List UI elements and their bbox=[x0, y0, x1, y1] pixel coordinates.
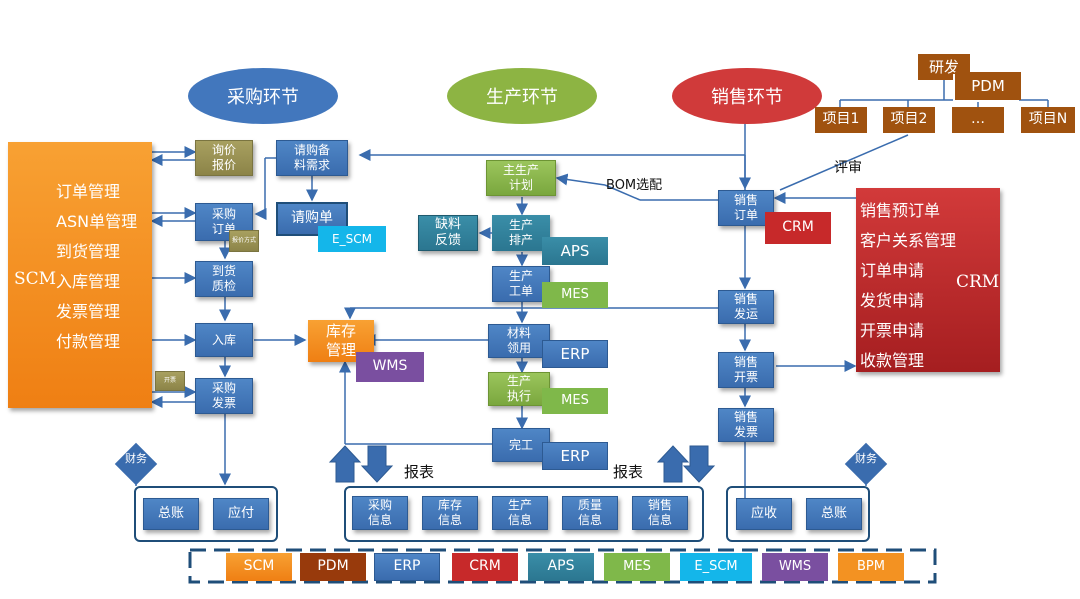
rd-project-2: 项目2 bbox=[883, 107, 935, 133]
legend-scm: SCM bbox=[226, 553, 292, 581]
tag-wms: WMS bbox=[356, 352, 424, 382]
scm-item-orders: 订单管理 bbox=[56, 182, 121, 201]
node-requisition: 请购单 bbox=[276, 202, 348, 236]
report-inventory: 库存 信息 bbox=[422, 496, 478, 530]
scm-item-asn: ASN单管理 bbox=[56, 212, 138, 231]
legend-escm: E_SCM bbox=[680, 553, 752, 581]
crm-item-order-request: 订单申请 bbox=[860, 261, 925, 280]
node-production-exec: 生产 执行 bbox=[488, 372, 550, 406]
node-schedule: 生产 排产 bbox=[492, 215, 550, 251]
scm-item-invoice: 发票管理 bbox=[56, 302, 121, 321]
node-sales-invoice: 销售 发票 bbox=[718, 408, 774, 442]
report-production: 生产 信息 bbox=[492, 496, 548, 530]
finance-frame-right bbox=[726, 486, 870, 542]
node-inquiry-quote: 询价 报价 bbox=[195, 140, 253, 176]
report-label-left: 报表 bbox=[404, 463, 435, 481]
fin-payable: 应付 bbox=[213, 498, 269, 530]
report-quality: 质量 信息 bbox=[562, 496, 618, 530]
crm-item-collection: 收款管理 bbox=[860, 351, 925, 370]
node-quote-method: 报价方式 bbox=[229, 230, 259, 252]
rd-project-1: 项目1 bbox=[815, 107, 867, 133]
stage-production: 生产环节 bbox=[447, 68, 597, 124]
legend-pdm: PDM bbox=[300, 553, 366, 581]
node-shortage-feedback: 缺料 反馈 bbox=[418, 215, 478, 251]
stage-purchase-label: 采购环节 bbox=[227, 87, 299, 108]
fin-ledger-right: 总账 bbox=[806, 498, 862, 530]
crm-label: CRM bbox=[956, 272, 1000, 292]
fin-receivable: 应收 bbox=[736, 498, 792, 530]
report-sales: 销售 信息 bbox=[632, 496, 688, 530]
review-label: 评审 bbox=[834, 160, 862, 176]
crm-panel: 销售预订单 客户关系管理 订单申请 发货申请 开票申请 收款管理 CRM bbox=[856, 188, 1000, 372]
legend-wms: WMS bbox=[762, 553, 828, 581]
node-sales-billing: 销售 开票 bbox=[718, 352, 774, 388]
scm-item-payment: 付款管理 bbox=[56, 332, 121, 351]
tag-crm-small: CRM bbox=[765, 212, 831, 244]
fin-ledger-left: 总账 bbox=[143, 498, 199, 530]
tag-mes-2: MES bbox=[542, 388, 608, 414]
legend-erp: ERP bbox=[374, 553, 440, 581]
tag-erp-2: ERP bbox=[542, 442, 608, 470]
reports-frame bbox=[344, 486, 704, 542]
scm-item-stockin: 入库管理 bbox=[56, 272, 121, 291]
crm-list: 销售预订单 客户关系管理 订单申请 发货申请 开票申请 收款管理 bbox=[860, 196, 956, 376]
node-stock-in: 入库 bbox=[195, 323, 253, 357]
tag-escm: E_SCM bbox=[318, 226, 386, 252]
bom-label: BOM选配 bbox=[606, 178, 663, 193]
scm-list: 订单管理 ASN单管理 到货管理 入库管理 发票管理 付款管理 bbox=[56, 177, 137, 357]
node-requisition-needs: 请购备 料需求 bbox=[276, 140, 348, 176]
node-inventory: 库存 管理 bbox=[308, 320, 374, 362]
rd-project-n: 项目N bbox=[1021, 107, 1075, 133]
legend-crm: CRM bbox=[452, 553, 518, 581]
finance-frame-left bbox=[134, 486, 278, 542]
crm-item-ship-request: 发货申请 bbox=[860, 291, 925, 310]
rd-pdm: PDM bbox=[955, 72, 1021, 100]
tag-aps: APS bbox=[542, 237, 608, 265]
legend-aps: APS bbox=[528, 553, 594, 581]
finance-label-right: 财务 bbox=[855, 452, 877, 465]
node-completion: 完工 bbox=[492, 428, 550, 462]
stage-sales-label: 销售环节 bbox=[711, 87, 783, 108]
node-arrival-check: 到货 质检 bbox=[195, 261, 253, 297]
scm-label: SCM bbox=[14, 269, 57, 289]
crm-item-invoice-request: 开票申请 bbox=[860, 321, 925, 340]
node-purchase-invoice: 采购 发票 bbox=[195, 378, 253, 414]
tag-mes-1: MES bbox=[542, 282, 608, 308]
crm-item-relations: 客户关系管理 bbox=[860, 231, 957, 250]
stage-sales: 销售环节 bbox=[672, 68, 822, 124]
stage-purchase: 采购环节 bbox=[188, 68, 338, 124]
rd-project-ellipsis: … bbox=[952, 107, 1004, 133]
report-purchase: 采购 信息 bbox=[352, 496, 408, 530]
legend-bpm: BPM bbox=[838, 553, 904, 581]
crm-item-preorder: 销售预订单 bbox=[860, 201, 941, 220]
node-master-plan: 主生产 计划 bbox=[486, 160, 556, 196]
node-billing-small: 开票 bbox=[155, 371, 185, 391]
finance-label-left: 财务 bbox=[125, 452, 147, 465]
node-sales-shipping: 销售 发运 bbox=[718, 290, 774, 324]
legend-mes: MES bbox=[604, 553, 670, 581]
report-label-right: 报表 bbox=[613, 463, 644, 481]
scm-item-arrival: 到货管理 bbox=[56, 242, 121, 261]
scm-panel: SCM 订单管理 ASN单管理 到货管理 入库管理 发票管理 付款管理 bbox=[8, 142, 152, 408]
stage-production-label: 生产环节 bbox=[486, 87, 558, 108]
node-sales-order: 销售 订单 bbox=[718, 190, 774, 226]
node-material-issue: 材料 领用 bbox=[488, 324, 550, 358]
tag-erp-1: ERP bbox=[542, 340, 608, 368]
